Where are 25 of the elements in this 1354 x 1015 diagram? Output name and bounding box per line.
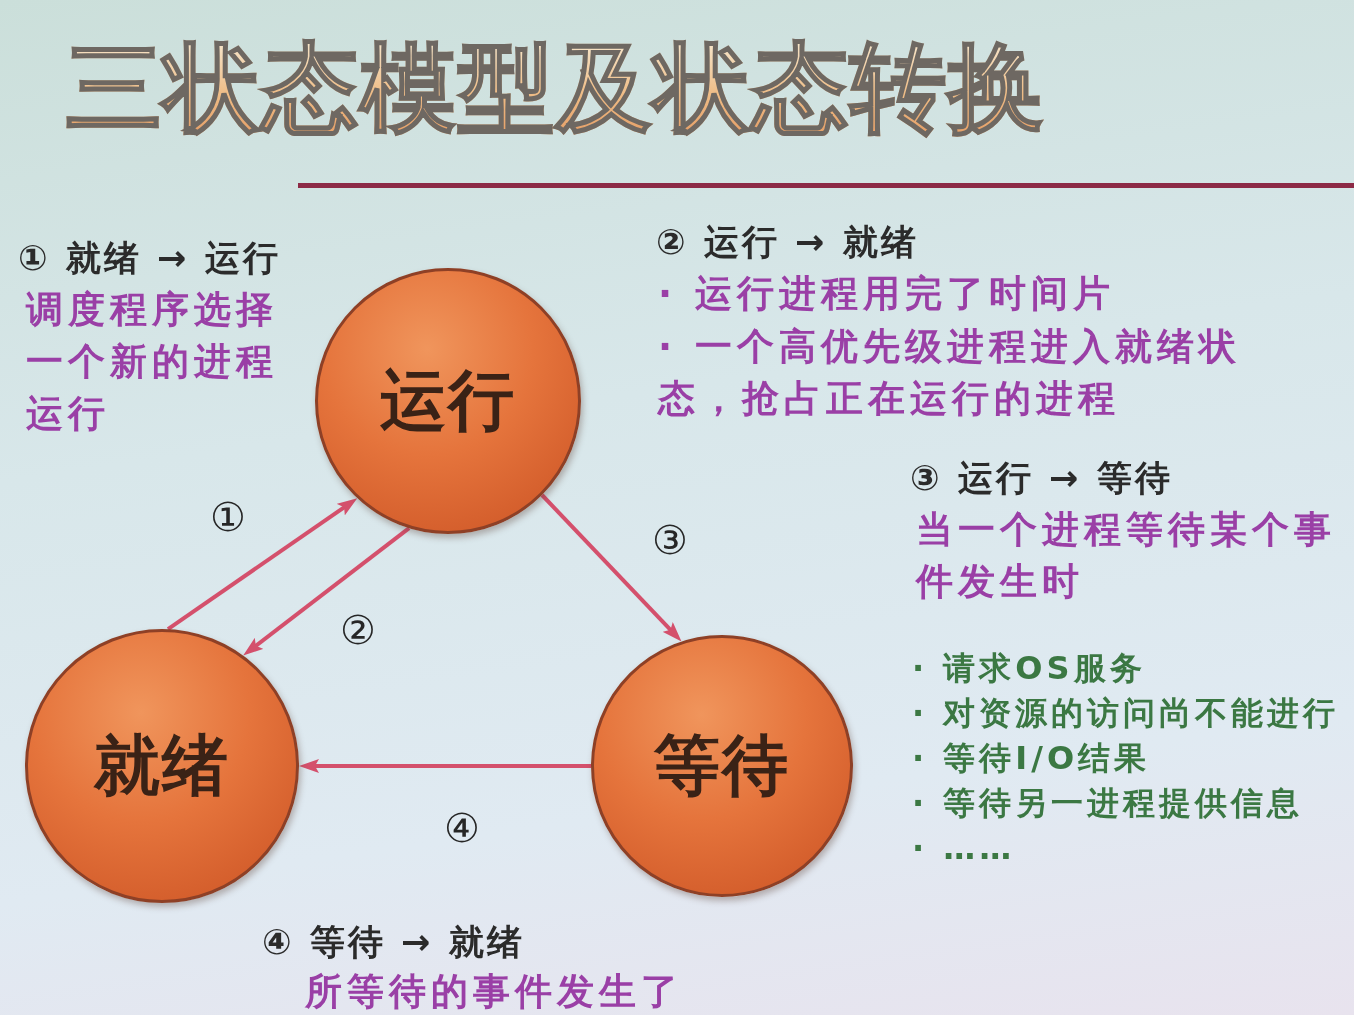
description-text: 所等待的事件发生了 <box>305 969 683 1015</box>
bullet-item: · 请求OS服务 <box>912 650 1146 687</box>
transition-heading: ④ 等待 → 就绪 <box>262 922 525 963</box>
state-label: 等待 <box>654 729 790 803</box>
transition-heading: ② 运行 → 就绪 <box>656 222 919 263</box>
bullet-item: · …… <box>912 830 1016 867</box>
bullet-item: · 对资源的访问尚不能进行 <box>912 695 1340 732</box>
arrow <box>540 493 682 642</box>
transition-heading: ① 就绪 → 运行 <box>18 238 281 279</box>
arrow <box>299 759 591 773</box>
description-text: · 一个高优先级进程进入就绪状态，抢占正在运行的进程 <box>658 324 1242 422</box>
description-text: · 运行进程用完了时间片 <box>658 271 1115 317</box>
transition-heading: ③ 运行 → 等待 <box>910 458 1173 499</box>
description-text: 调度程序选择一个新的进程运行 <box>26 287 279 437</box>
edge-label: ④ <box>444 808 480 848</box>
arrow <box>243 526 411 656</box>
edge-label: ① <box>210 497 246 537</box>
state-label: 就绪 <box>94 729 230 803</box>
edge-label: ② <box>340 610 376 650</box>
description-text: 当一个进程等待某个事件发生时 <box>916 507 1337 605</box>
edge-label: ③ <box>652 520 688 560</box>
state-label: 运行 <box>380 364 516 438</box>
bullet-item: · 等待I/O结果 <box>912 740 1151 777</box>
arrow <box>166 498 358 631</box>
bullet-item: · 等待另一进程提供信息 <box>912 785 1304 822</box>
